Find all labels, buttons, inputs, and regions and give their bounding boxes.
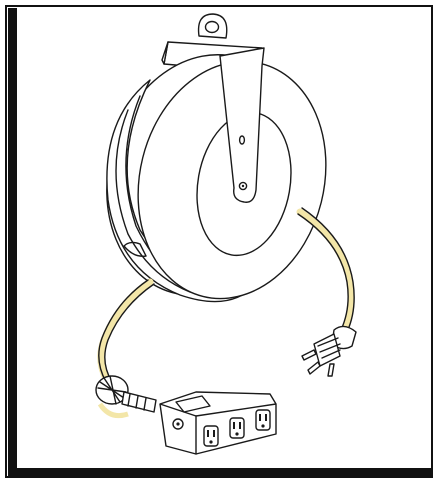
strain-relief [95,375,157,419]
cord-to-plug [296,207,355,336]
outlet-3 [255,409,271,431]
outlet-box [159,391,277,455]
bracket-arm [219,47,265,203]
male-plug [301,325,357,377]
outlet-2 [229,417,245,439]
hanging-eye [197,13,228,39]
cord-to-outlet [97,278,155,386]
outlet-1 [203,425,219,447]
